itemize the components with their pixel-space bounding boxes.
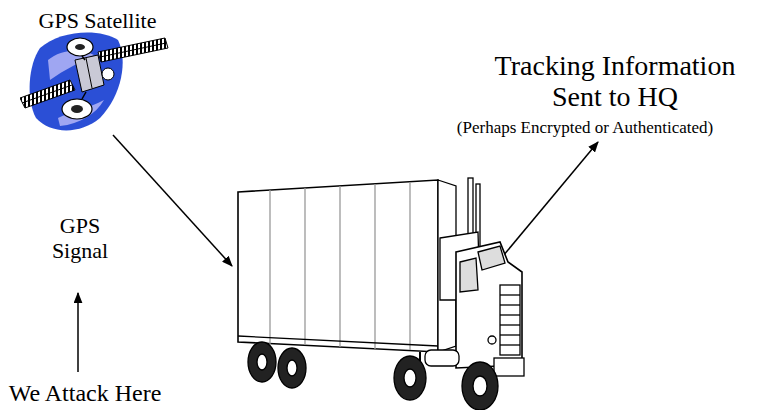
- note-label: (Perhaps Encrypted or Authenticated): [395, 118, 770, 137]
- truck-clipart: [232, 170, 527, 410]
- satellite-clipart: [22, 85, 72, 103]
- truck-clipart: [500, 344, 520, 345]
- truck-clipart: [456, 242, 522, 368]
- truck-clipart: [500, 324, 520, 325]
- truck-clipart: [440, 232, 480, 300]
- truck-clipart: [339, 186, 340, 347]
- signal-label: GPS Signal: [40, 214, 120, 263]
- satellite-node: GPS Satellite: [20, 8, 175, 135]
- satellite-clipart: [100, 43, 166, 57]
- uplink-arrow: [498, 142, 598, 262]
- satellite-clipart: [82, 92, 86, 99]
- truck-clipart: [460, 258, 478, 292]
- truck-clipart: [500, 304, 520, 305]
- truck-clipart: [374, 184, 375, 349]
- truck-clipart: [394, 356, 426, 400]
- truck-clipart: [500, 294, 520, 295]
- truck-clipart: [500, 314, 520, 315]
- satellite-clipart: [67, 38, 93, 56]
- attack-arrow: [77, 293, 79, 372]
- signal-arrow: [113, 135, 232, 266]
- truck-clipart: [238, 178, 524, 410]
- truck-clipart: [404, 369, 416, 387]
- truck-clipart: [269, 190, 270, 344]
- truck-clipart: [488, 336, 496, 344]
- satellite-clipart: [102, 68, 114, 80]
- truck-clipart: [500, 334, 520, 335]
- truck-clipart: [287, 360, 297, 376]
- satellite-clipart: [62, 99, 92, 119]
- truck-clipart: [473, 376, 487, 396]
- attack-label: We Attack Here: [0, 380, 170, 407]
- satellite-clipart: [71, 105, 83, 113]
- truck-clipart: [248, 342, 276, 382]
- node-heading: GPS Satellite: [20, 8, 175, 33]
- satellite-clipart: [30, 32, 123, 130]
- truck-clipart: [278, 348, 306, 388]
- truck-clipart: [257, 354, 267, 370]
- truck-node: [232, 170, 527, 410]
- truck-clipart: [478, 246, 505, 270]
- truck-clipart: [425, 350, 459, 366]
- satellite-clipart: [20, 32, 168, 130]
- truck-clipart: [494, 358, 524, 376]
- satellite-clipart: [98, 38, 168, 62]
- satellite-clipart: [58, 100, 104, 126]
- satellite-clipart: [86, 58, 92, 88]
- truck-clipart: [500, 285, 520, 355]
- truck-clipart: [409, 182, 410, 350]
- destination-label: Tracking Information Sent to HQ: [480, 50, 750, 113]
- satellite-clipart: [82, 56, 85, 60]
- satellite-clipart: [75, 44, 85, 50]
- satellite-clipart: [75, 55, 104, 92]
- truck-clipart: [304, 188, 305, 345]
- truck-clipart: [462, 362, 498, 410]
- truck-clipart: [238, 180, 438, 352]
